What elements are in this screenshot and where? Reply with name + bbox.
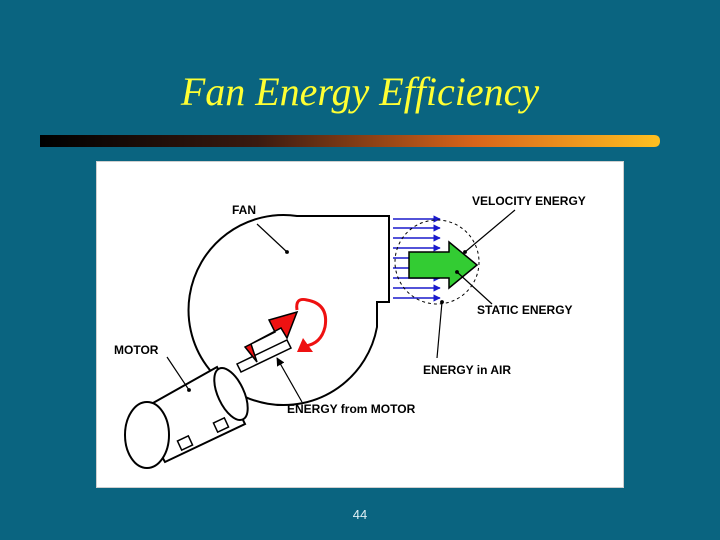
leader-lines bbox=[166, 209, 516, 403]
motor-shaft bbox=[235, 339, 293, 373]
rotation-arrow-head bbox=[297, 338, 313, 352]
title-underline-bar bbox=[40, 135, 660, 147]
shaft-energy-arrow bbox=[243, 310, 299, 363]
rotation-arrow bbox=[295, 298, 328, 348]
motor bbox=[124, 365, 249, 469]
fan-energy-diagram: FAN VELOCITY ENERGY STATIC ENERGY MOTOR … bbox=[114, 194, 586, 469]
label-energy-in-air: ENERGY in AIR bbox=[423, 363, 511, 377]
slide-title: Fan Energy Efficiency bbox=[180, 69, 540, 114]
fan-diagram-panel: FAN VELOCITY ENERGY STATIC ENERGY MOTOR … bbox=[96, 161, 624, 488]
label-fan: FAN bbox=[232, 203, 256, 217]
page-number: 44 bbox=[352, 507, 368, 522]
label-energy-from-motor: ENERGY from MOTOR bbox=[287, 402, 416, 416]
label-velocity-energy: VELOCITY ENERGY bbox=[472, 194, 586, 208]
static-energy-region bbox=[394, 219, 480, 305]
label-static-energy: STATIC ENERGY bbox=[477, 303, 573, 317]
velocity-energy-arrow bbox=[408, 240, 479, 290]
label-motor: MOTOR bbox=[114, 343, 159, 357]
